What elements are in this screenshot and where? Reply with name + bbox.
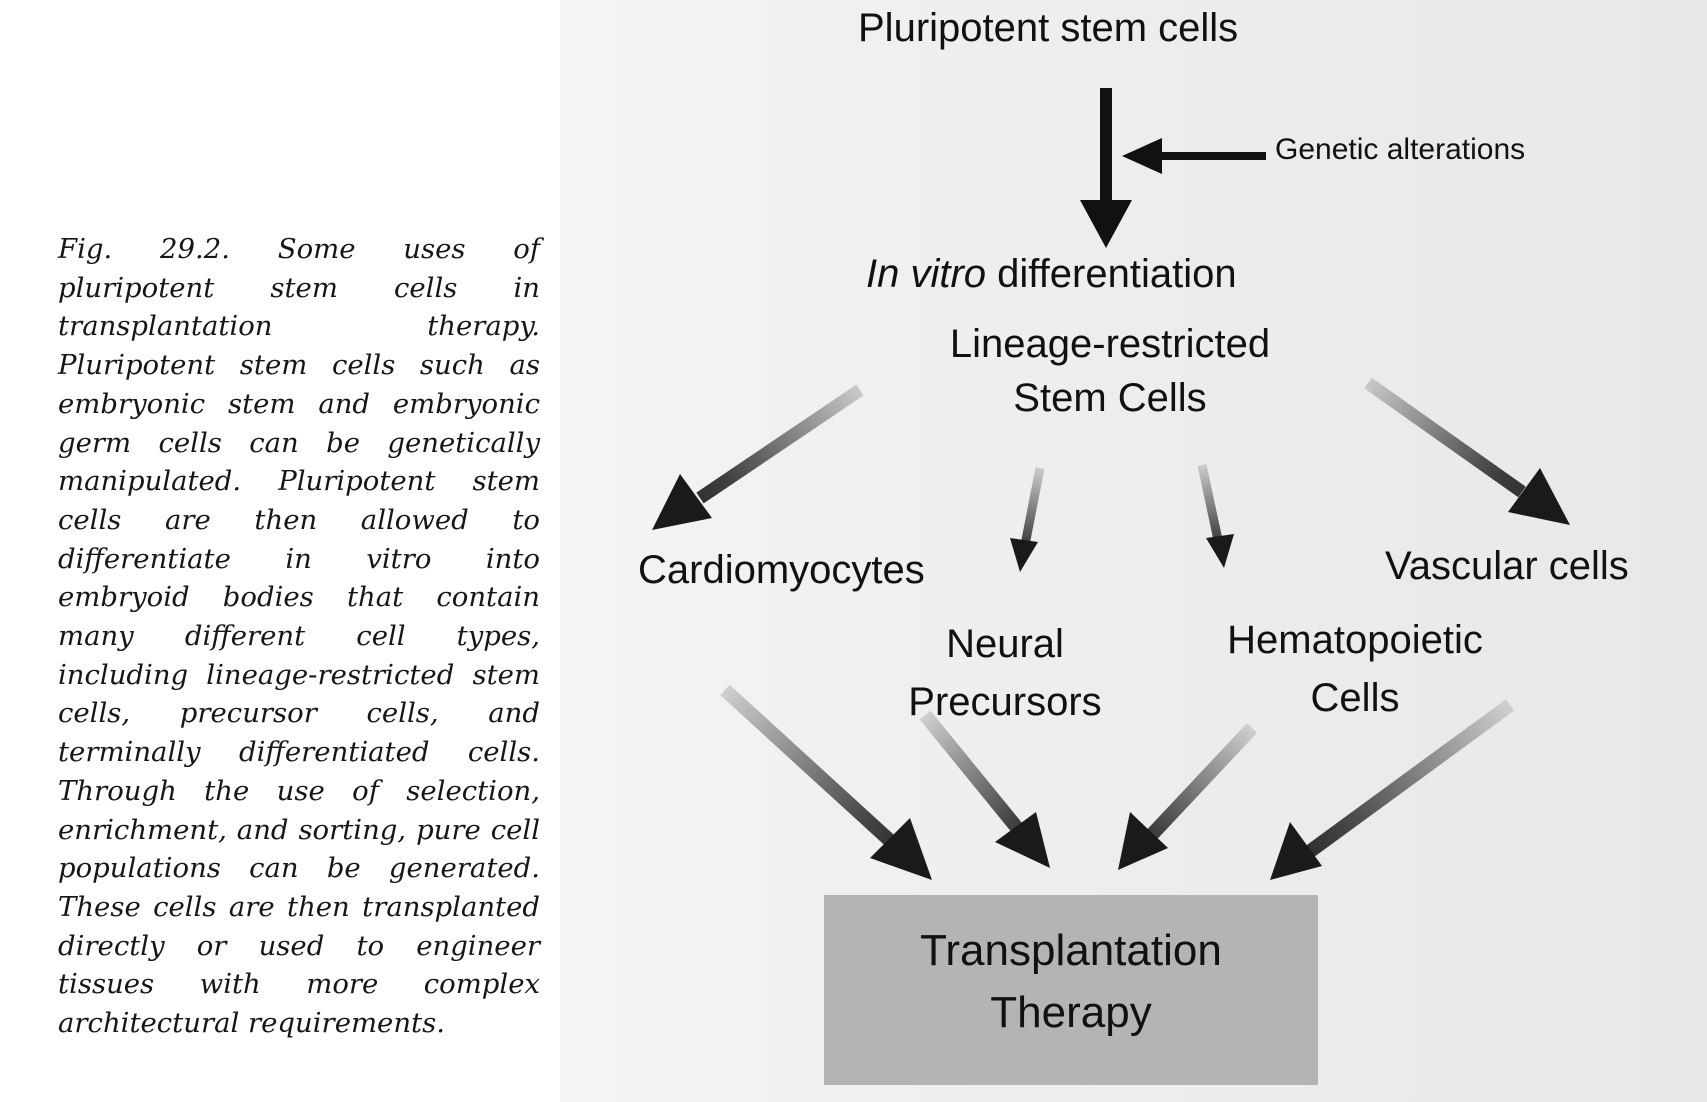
arrow-genetic-alterations (1122, 138, 1266, 174)
differentiation-text: differentiation (986, 252, 1237, 296)
arrow-hema-to-therapy (1118, 723, 1258, 870)
arrow-neural-to-therapy (919, 710, 1050, 868)
transplantation-therapy-box (824, 895, 1318, 1085)
arrow-to-hematopoietic-cells (1197, 464, 1234, 568)
arrow-to-neural-precursors (1010, 467, 1045, 572)
figure-caption: Fig. 29.2. Some uses of pluripotent stem… (58, 233, 540, 1040)
lineage-line-2: Stem Cells (1013, 376, 1207, 420)
hema-line-1: Hematopoietic (1227, 618, 1483, 662)
therapy-line-1: Transplantation (920, 926, 1222, 975)
in-vitro-differentiation-label: In vitro differentiation (866, 250, 1237, 298)
arrow-to-cardiomyocytes (652, 384, 864, 530)
lineage-restricted-stem-cells-label: Lineage-restricted Stem Cells (880, 320, 1340, 422)
arrow-to-vascular-cells (1364, 377, 1570, 525)
hema-line-2: Cells (1310, 676, 1400, 720)
arrow-cardio-to-therapy (720, 684, 932, 880)
in-vitro-italic: In vitro (866, 252, 987, 296)
therapy-line-2: Therapy (990, 988, 1152, 1037)
lineage-line-1: Lineage-restricted (949, 322, 1271, 366)
arrow-main-down (1080, 88, 1132, 248)
hematopoietic-cells-label: Hematopoietic Cells (1190, 616, 1520, 722)
neural-line-2: Precursors (908, 680, 1102, 724)
neural-precursors-label: Neural Precursors (880, 620, 1130, 726)
genetic-alterations-label: Genetic alterations (1275, 133, 1526, 166)
arrow-vascular-to-therapy (1270, 699, 1515, 880)
vascular-cells-label: Vascular cells (1385, 544, 1629, 588)
neural-line-1: Neural (946, 622, 1064, 666)
pluripotent-stem-cells-label: Pluripotent stem cells (858, 6, 1239, 50)
cardiomyocytes-label: Cardiomyocytes (638, 548, 925, 592)
transplantation-therapy-label: Transplantation Therapy (824, 920, 1318, 1044)
